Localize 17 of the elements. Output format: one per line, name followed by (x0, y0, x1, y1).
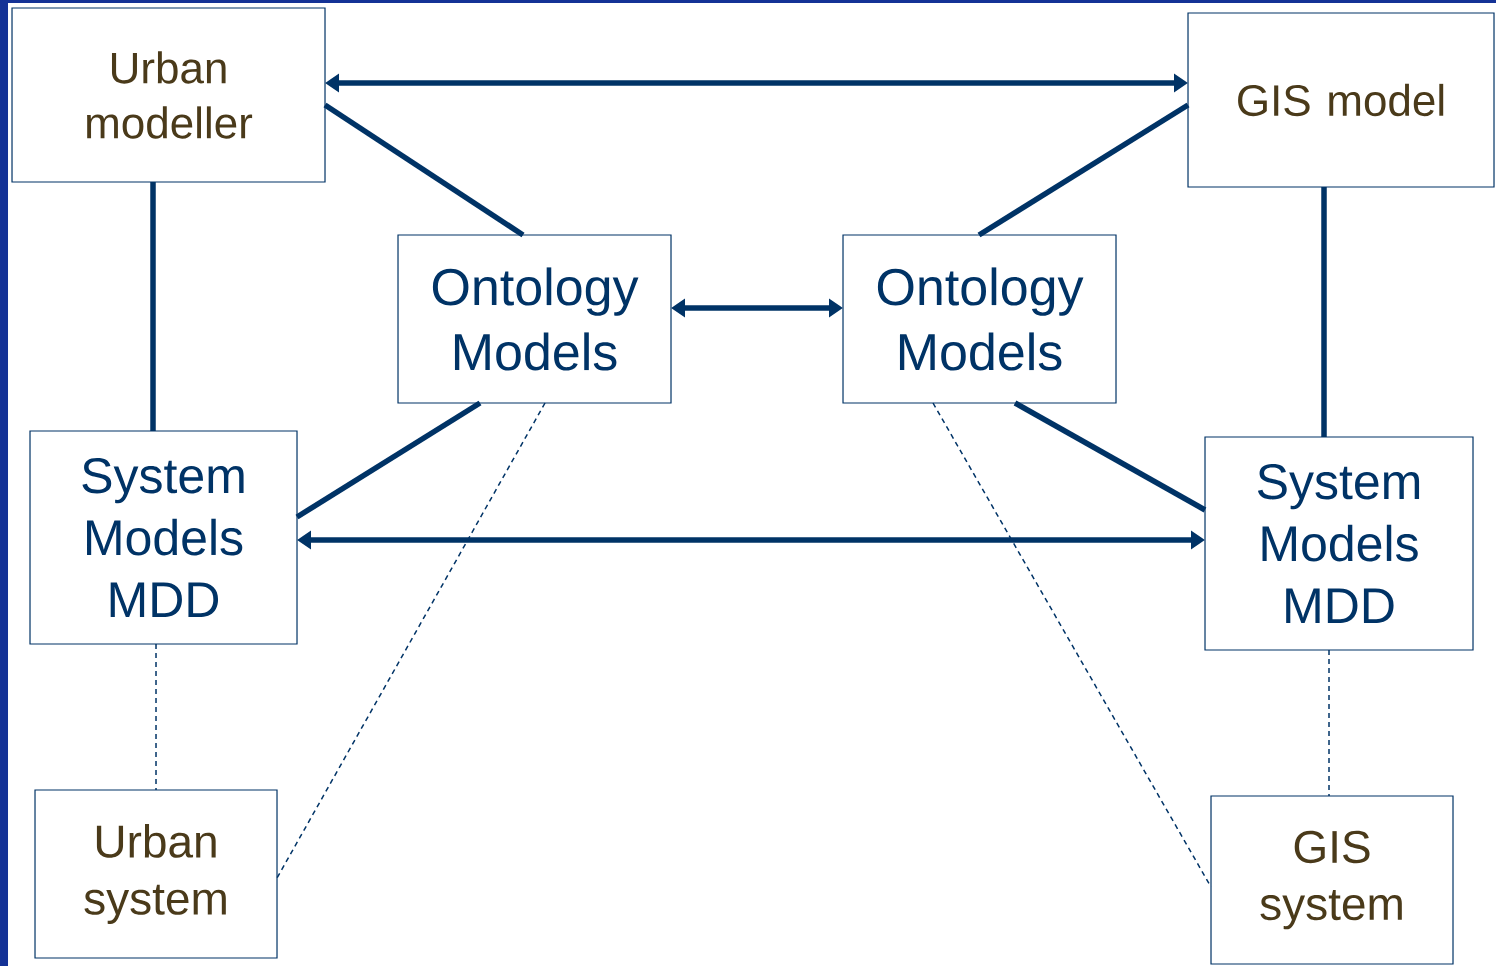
text-box: System Models MDD (29, 430, 298, 645)
text-box: GIS system (1210, 795, 1454, 965)
text-box: System Models MDD (1204, 436, 1474, 651)
connector-line (1321, 187, 1327, 437)
dashed-line (1328, 649, 1330, 797)
text-box: Urban modeller (11, 7, 326, 183)
text-box: Urban system (34, 789, 278, 959)
text-box: Ontology Models (397, 234, 672, 404)
text-box: GIS model (1187, 12, 1495, 188)
connector-line (150, 182, 156, 431)
connector-line (295, 400, 482, 520)
connector-line (323, 102, 525, 238)
dashed-line (276, 402, 546, 879)
connector-line (977, 102, 1190, 238)
text-box: Ontology Models (842, 234, 1117, 404)
connector-line (1013, 400, 1207, 513)
dashed-line (155, 643, 157, 791)
